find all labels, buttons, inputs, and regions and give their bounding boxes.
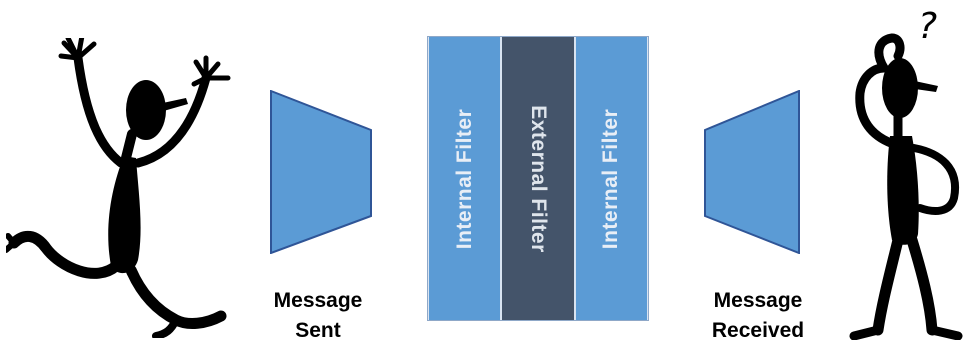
receiver-figure: ? [820, 6, 970, 340]
dancing-person-icon [6, 38, 231, 338]
receiver-caption-line1: Message [713, 289, 803, 312]
sender-figure [6, 38, 236, 338]
receiver-caption: Message Received [688, 286, 828, 346]
internal-filter-right-label: Internal Filter [599, 108, 623, 249]
receiver-caption-line2: Received [711, 319, 805, 342]
external-filter: External Filter [501, 37, 575, 320]
sender-funnel-shape [270, 90, 372, 254]
sender-caption-line1: Message [273, 289, 363, 312]
sender-funnel [270, 90, 372, 254]
confused-person-icon [849, 33, 963, 340]
sender-caption: Message Sent [248, 286, 388, 346]
sender-caption-line2: Sent [295, 319, 341, 342]
internal-filter-left-label: Internal Filter [452, 108, 476, 249]
receiver-funnel [704, 90, 800, 254]
external-filter-label: External Filter [526, 104, 550, 253]
question-mark-icon: ? [918, 6, 938, 47]
internal-filter-right: Internal Filter [574, 37, 648, 320]
internal-filter-left: Internal Filter [428, 37, 502, 320]
receiver-funnel-shape [704, 90, 800, 254]
filter-stack: Internal Filter External Filter Internal… [427, 36, 649, 321]
